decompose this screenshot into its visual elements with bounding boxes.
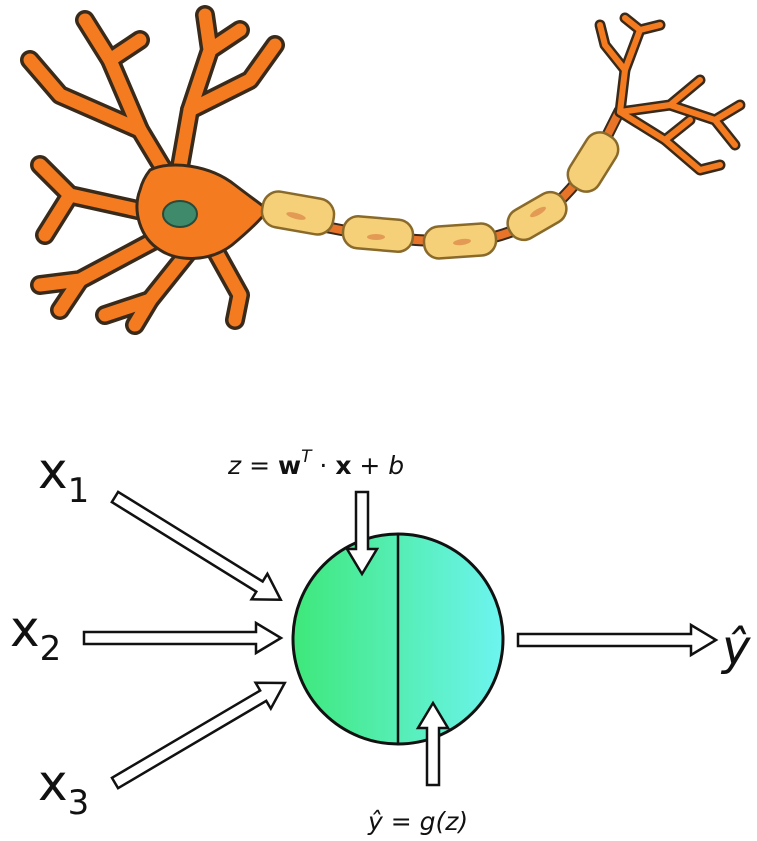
hollow-arrow-icon: [518, 625, 716, 655]
activation-equation: ŷ = g(z): [367, 807, 468, 836]
neuron-illustration-icon: [30, 15, 740, 325]
axon: [259, 110, 623, 259]
hollow-arrow-icon: [107, 670, 292, 796]
hollow-arrow-icon: [107, 484, 289, 612]
output-label: ŷ: [720, 620, 751, 676]
nucleus: [163, 201, 197, 227]
input-x3-label: x3: [38, 754, 89, 823]
hollow-arrow-icon: [84, 623, 281, 653]
input-x1-label: x1: [38, 442, 89, 511]
linear-equation: z = wT · x + b: [227, 447, 404, 480]
soma: [137, 165, 268, 258]
input-x2-label: x2: [10, 600, 61, 669]
perceptron-unit-icon: [293, 534, 503, 744]
